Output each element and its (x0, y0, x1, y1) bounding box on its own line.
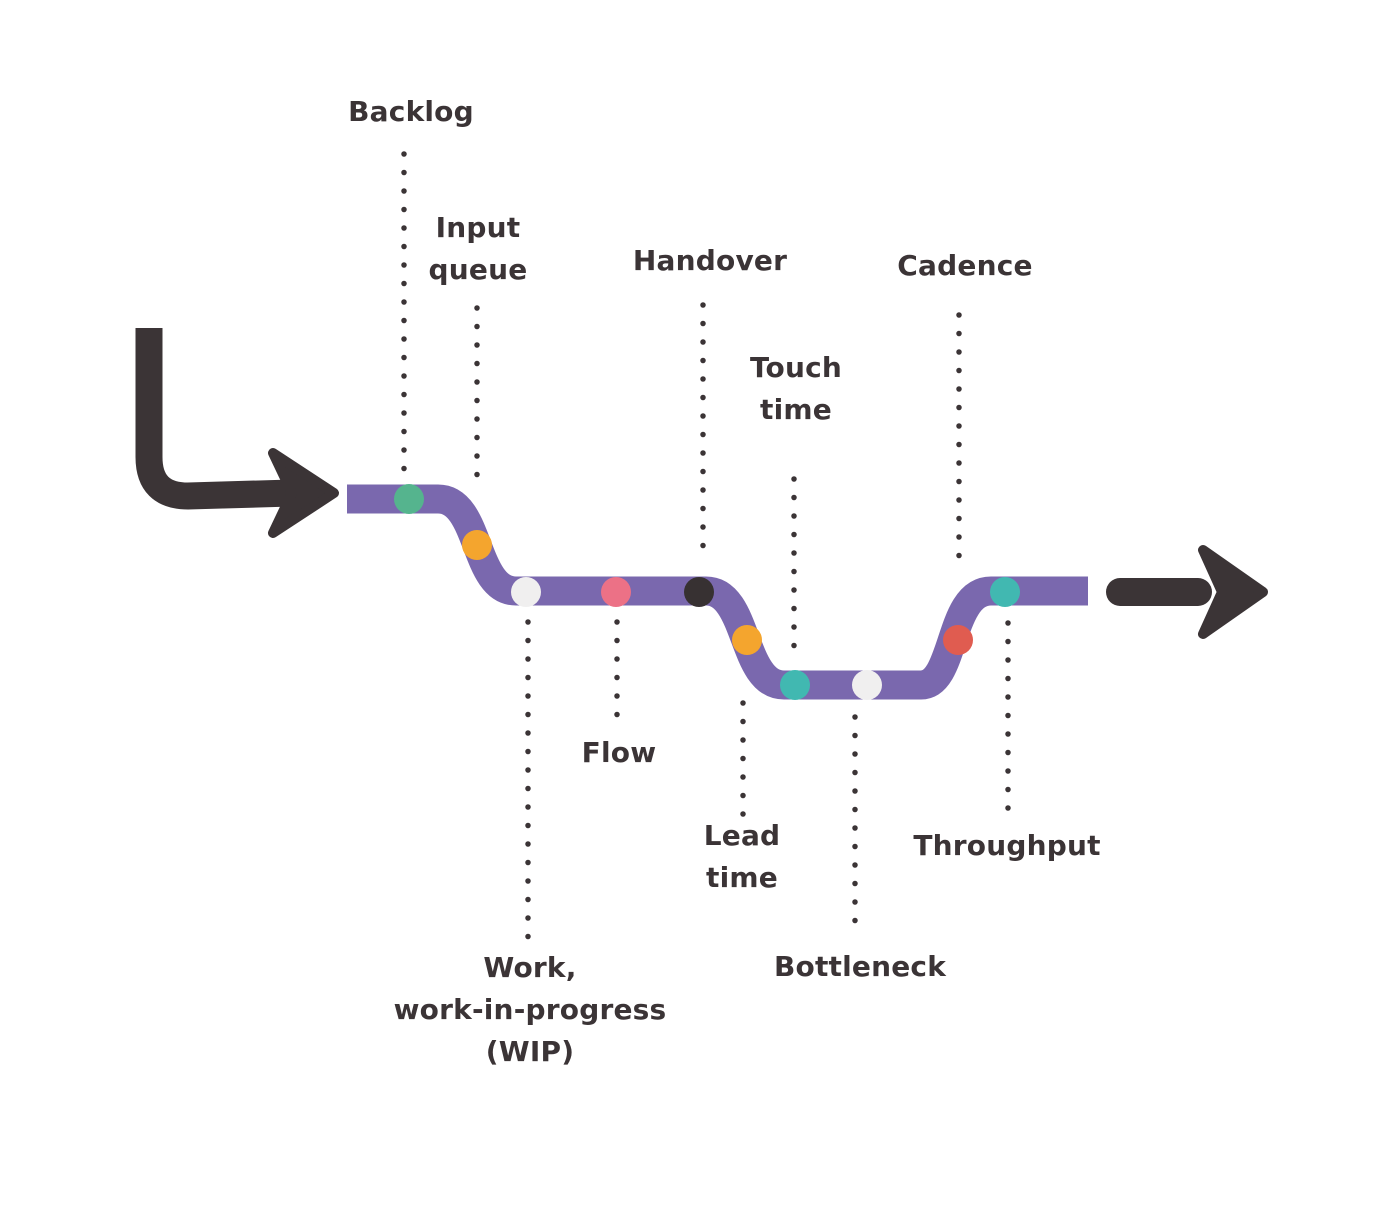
label-input-queue: Input queue (429, 207, 528, 291)
dot-pink-1 (601, 577, 631, 607)
dot-black-1 (684, 577, 714, 607)
label-flow: Flow (581, 736, 657, 769)
label-cadence: Cadence (897, 249, 1033, 282)
end-arrow-head (1198, 545, 1268, 639)
label-lead-time-line2: time (706, 861, 778, 894)
dot-green-1 (394, 484, 424, 514)
label-wip-line1: Work, (483, 951, 577, 984)
start-arrow-head (268, 448, 339, 538)
label-touch-time-line1: Touch (749, 351, 843, 384)
label-input-queue-line1: Input (435, 211, 521, 244)
label-touch-time: Touch time (750, 347, 842, 431)
dot-orange-2 (732, 625, 762, 655)
label-lead-time-line1: Lead (703, 819, 781, 852)
label-handover: Handover (632, 244, 788, 277)
label-lead-time: Lead time (704, 815, 781, 899)
label-wip-line2: work-in-progress (393, 993, 667, 1026)
end-arrow-icon (1106, 545, 1268, 639)
dot-white-2 (852, 670, 882, 700)
leader-lines (401, 151, 1011, 941)
label-input-queue-line2: queue (428, 253, 528, 286)
label-backlog: Backlog (348, 95, 474, 128)
label-bottleneck: Bottleneck (773, 950, 947, 983)
dot-teal-2 (990, 577, 1020, 607)
dot-orange-1 (462, 530, 492, 560)
dot-white-1 (511, 577, 541, 607)
start-arrow-shaft (135, 328, 293, 510)
dot-teal-1 (780, 670, 810, 700)
flow-dots (394, 484, 1020, 700)
label-touch-time-line2: time (760, 393, 832, 426)
flow-path (347, 484, 1088, 700)
label-wip-line3: (WIP) (485, 1035, 575, 1068)
dot-red-1 (943, 625, 973, 655)
start-arrow-icon (135, 328, 339, 538)
label-wip: Work, work-in-progress (WIP) (394, 947, 667, 1073)
label-throughput: Throughput (913, 829, 1101, 862)
